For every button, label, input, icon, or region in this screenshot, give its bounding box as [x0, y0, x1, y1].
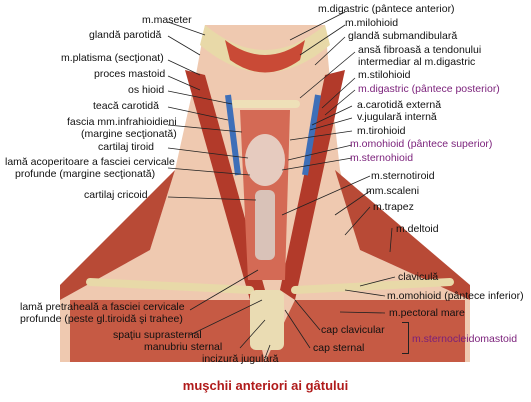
label-omohioid-superior: m.omohioid (pântece superior) [350, 138, 493, 150]
left-sternocleidomastoid [185, 70, 265, 300]
figure-caption: muşchii anteriori ai gâtului [182, 378, 349, 393]
label-sternocleidomastoid: m.sternocleidomastoid [412, 333, 518, 345]
left-trapezius [60, 170, 175, 300]
trachea [255, 190, 275, 260]
label-cap-clavicular: cap clavicular [321, 324, 385, 336]
label-digastric-anterior: m.digastric (pântece anterior) [318, 3, 455, 15]
label-fascia-margine: (margine secţionată) [81, 128, 177, 140]
label-lama-acoperitoare: lamă acoperitoare a fasciei cervicale [5, 156, 175, 168]
label-maseter: m.maseter [142, 14, 192, 26]
label-clavicula: claviculă [398, 271, 439, 283]
label-milohioid: m.milohioid [345, 17, 399, 29]
label-stilohioid: m.stilohioid [358, 69, 411, 81]
chin-muscle [225, 40, 305, 73]
label-glanda-submandibulara: glandă submandibulară [348, 30, 458, 42]
leader-lines-right [281, 11, 396, 349]
sternocleidomastoid-bracket [402, 322, 409, 354]
label-jugulara-interna: v.jugulară internă [357, 111, 437, 123]
label-carotida-externa: a.carotidă externă [357, 99, 442, 111]
label-glanda-parotida: glandă parotidă [89, 29, 162, 41]
pectoral-muscles [70, 300, 465, 362]
label-omohioid-inferior: m.omohioid (pântece inferior) [387, 290, 524, 302]
label-deltoid: m.deltoid [396, 223, 439, 235]
hyoid-bone [230, 100, 300, 108]
right-clavicle [291, 278, 454, 294]
right-sternocleidomastoid [280, 70, 345, 300]
label-lama-pretraheala: lamă pretraheală a fasciei cervicale [20, 301, 185, 313]
label-lama-acoperitoare-margine: profunde (margine secţionată) [15, 168, 156, 180]
label-ansa-intermediar: intermediar al m.digastric [358, 56, 476, 68]
label-lama-pretraheala-detaliu: profunde (peste gl.tiroidă şi trahee) [20, 313, 183, 325]
label-cartilaj-tiroid: cartilaj tiroid [98, 141, 155, 153]
label-proces-mastoid: proces mastoid [94, 68, 166, 80]
label-teaca-carotida: teacă carotidă [93, 100, 159, 112]
right-trapezius [335, 170, 470, 300]
label-manubriu-sternal: manubriu sternal [144, 341, 223, 353]
label-fascia-infrahioidieni: fascia mm.infrahioidieni [67, 116, 177, 128]
label-pectoral-mare: m.pectoral mare [389, 307, 465, 319]
label-sternotiroid: m.sternotiroid [371, 170, 435, 182]
label-scaleni: mm.scaleni [366, 185, 420, 197]
label-digastric-posterior: m.digastric (pântece posterior) [358, 83, 500, 95]
label-tirohioid: m.tirohioid [357, 125, 406, 137]
left-clavicle [86, 278, 254, 294]
label-incizura-jugulara: incizură jugulară [202, 353, 279, 365]
manubrium [250, 290, 284, 350]
label-cap-sternal: cap sternal [313, 342, 365, 354]
label-ansa-fibroasa: ansă fibroasă a tendonului [358, 44, 482, 56]
leader-lines-left [167, 21, 271, 359]
label-os-hioid: os hioid [128, 84, 165, 96]
left-jugular-vein [225, 94, 241, 176]
label-sternohioid: m.sternohioid [350, 152, 414, 164]
label-trapez: m.trapez [373, 201, 414, 213]
label-platisma: m.platisma (secţionat) [61, 52, 164, 64]
label-spatiu-suprasternal: spaţiu suprasternal [113, 329, 202, 341]
label-cartilaj-cricoid: cartilaj cricoid [84, 189, 148, 201]
right-jugular-vein [302, 94, 321, 176]
thyroid-cartilage [245, 134, 285, 186]
